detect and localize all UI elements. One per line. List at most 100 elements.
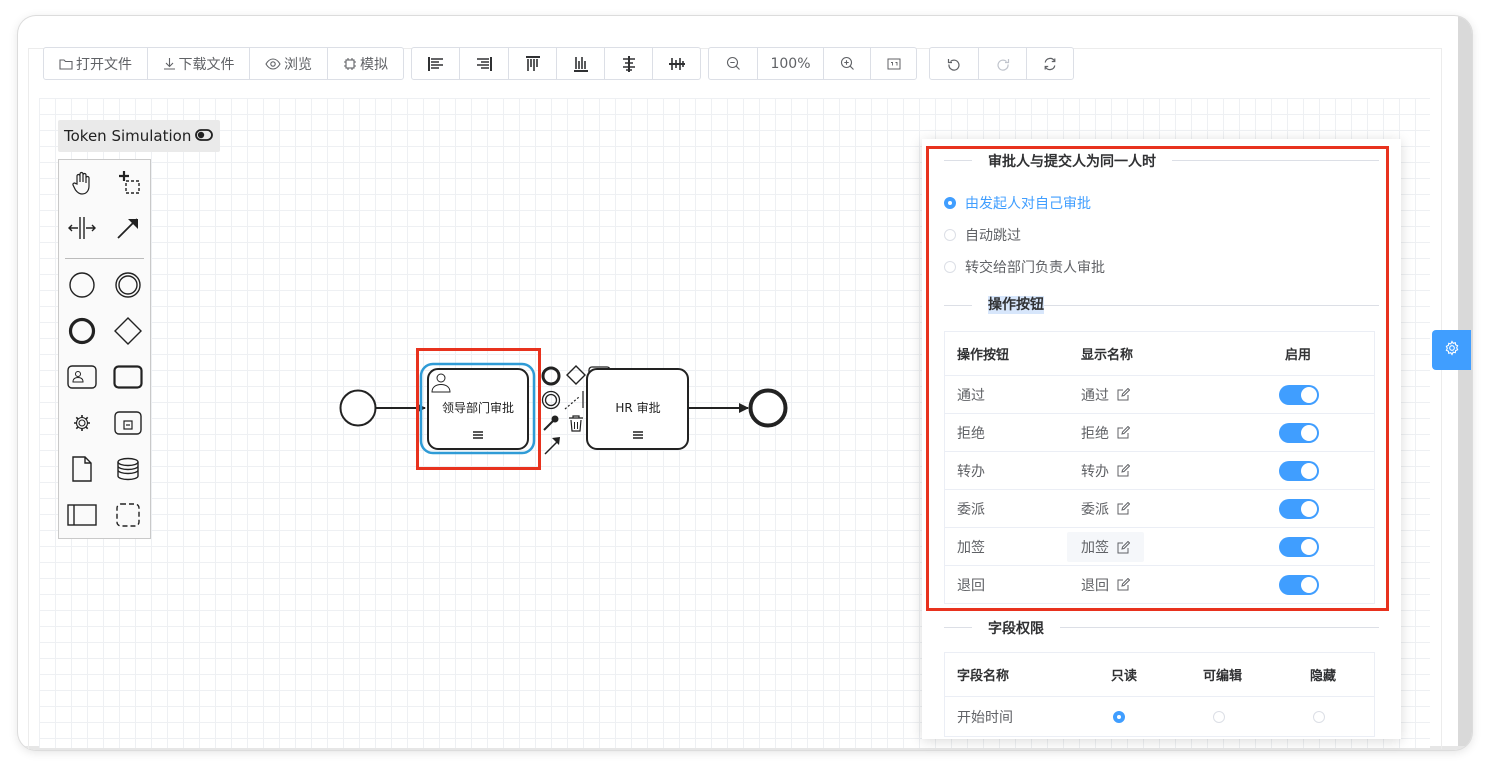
user-task-tool[interactable] [65, 362, 99, 396]
edit-icon[interactable] [1117, 502, 1130, 515]
readonly-radio-cell[interactable] [1113, 697, 1125, 736]
section-title-buttons-text: 操作按钮 [988, 296, 1044, 314]
download-file-button[interactable]: 下载文件 [147, 48, 249, 79]
display-name-cell[interactable]: 委派 [1081, 490, 1130, 527]
end-event[interactable] [748, 388, 788, 428]
window-right-edge [1458, 16, 1472, 750]
enabled-switch[interactable] [1279, 422, 1319, 443]
radio-label: 转交给部门负责人审批 [965, 260, 1105, 276]
subprocess-icon [114, 411, 142, 439]
task1-label: 领导部门审批 [442, 400, 514, 415]
enabled-switch[interactable] [1279, 460, 1319, 481]
table-row: 退回 退回 [945, 565, 1374, 603]
display-name: 拒绝 [1081, 425, 1109, 442]
user-task-icon [67, 365, 97, 393]
append-end-event[interactable] [541, 366, 561, 386]
gear-icon [72, 413, 92, 437]
preview-button[interactable]: 浏览 [249, 48, 327, 79]
edit-icon[interactable] [1117, 540, 1130, 554]
intermediate-event-tool[interactable] [111, 270, 145, 304]
connect-tool[interactable] [111, 213, 145, 247]
edit-icon[interactable] [1117, 464, 1130, 477]
wrench-icon[interactable] [543, 415, 559, 431]
redo-icon [996, 57, 1010, 71]
enabled-switch[interactable] [1279, 498, 1319, 519]
end-event-tool[interactable] [65, 316, 99, 350]
trash-icon[interactable] [569, 415, 583, 432]
data-store-tool[interactable] [111, 454, 145, 488]
zoom-level[interactable]: 100% [757, 48, 823, 79]
radio-checked[interactable] [1113, 710, 1125, 723]
zoom-out-button[interactable] [709, 48, 757, 79]
lasso-tool[interactable] [111, 168, 145, 202]
display-name-cell[interactable]: 转办 [1081, 452, 1130, 489]
display-name-cell[interactable]: 退回 [1081, 566, 1130, 603]
gateway-tool[interactable] [111, 316, 145, 350]
align-bottom-button[interactable] [556, 48, 604, 79]
display-name-cell[interactable]: 通过 [1081, 376, 1130, 413]
enabled-switch[interactable] [1279, 536, 1319, 557]
settings-button[interactable] [1432, 330, 1471, 370]
redo-button[interactable] [978, 48, 1026, 79]
column-header-button: 操作按钮 [957, 348, 1010, 363]
align-right-icon [475, 56, 493, 72]
align-center-button[interactable] [604, 48, 652, 79]
task-tool[interactable] [111, 362, 145, 396]
subprocess-tool[interactable] [111, 408, 145, 442]
edit-icon[interactable] [1117, 578, 1130, 591]
open-file-button[interactable]: 打开文件 [44, 48, 147, 79]
cpu-icon [343, 57, 357, 71]
section-divider-fields [944, 627, 1379, 628]
radio-option-transfer-dept-head[interactable]: 转交给部门负责人审批 [944, 257, 1105, 277]
buttons-table: 操作按钮 显示名称 启用 通过 通过 拒绝 拒绝 转办 转办 委派 委派 加签 … [944, 331, 1375, 604]
file-button-group: 打开文件 下载文件 浏览 模拟 [43, 47, 404, 80]
editable-radio-cell[interactable] [1213, 697, 1225, 736]
display-name: 委派 [1081, 501, 1109, 518]
start-event-tool[interactable] [65, 270, 99, 304]
enabled-switch[interactable] [1279, 574, 1319, 595]
enabled-switch[interactable] [1279, 384, 1319, 405]
edit-icon[interactable] [1117, 388, 1130, 401]
column-header-readonly: 只读 [1111, 669, 1138, 684]
data-object-tool[interactable] [65, 454, 99, 488]
token-simulation-toggle[interactable]: Token Simulation [58, 120, 220, 152]
pool-tool[interactable] [65, 500, 99, 534]
radio-unchecked[interactable] [1213, 710, 1225, 723]
radio-unchecked[interactable] [1313, 710, 1325, 723]
hidden-radio-cell[interactable] [1313, 697, 1325, 736]
space-tool[interactable] [65, 213, 99, 247]
restart-button[interactable] [1026, 48, 1073, 79]
align-top-button[interactable] [508, 48, 556, 79]
align-bottom-icon [573, 55, 589, 73]
text-annotation-tool[interactable] [564, 396, 580, 410]
simulate-button[interactable]: 模拟 [327, 48, 403, 79]
connect-arrow-icon[interactable] [544, 437, 560, 455]
append-gateway[interactable] [566, 365, 586, 385]
service-task-tool[interactable] [65, 408, 99, 442]
zoom-in-button[interactable] [823, 48, 870, 79]
button-name: 转办 [957, 463, 985, 480]
radio-option-auto-skip[interactable]: 自动跳过 [944, 225, 1021, 245]
undo-button[interactable] [930, 48, 978, 79]
edit-icon[interactable] [1117, 426, 1130, 439]
window-bottom-edge [18, 746, 1472, 750]
start-event[interactable] [339, 389, 377, 427]
align-left-button[interactable] [412, 48, 459, 79]
align-middle-button[interactable] [652, 48, 700, 79]
group-tool[interactable] [111, 500, 145, 534]
task-leader-approval[interactable] [419, 362, 536, 455]
append-intermediate-event[interactable] [541, 390, 561, 410]
selection-outline [419, 362, 536, 455]
document-icon [71, 456, 93, 486]
gear-icon [1444, 340, 1460, 360]
fit-viewport-button[interactable] [870, 48, 916, 79]
radio-unchecked [944, 261, 956, 273]
hand-tool[interactable] [65, 168, 99, 202]
align-center-icon [620, 55, 638, 73]
display-name-cell-hovered[interactable]: 加签 [1067, 532, 1144, 562]
radio-option-self-approve[interactable]: 由发起人对自己审批 [944, 193, 1091, 213]
align-right-button[interactable] [459, 48, 508, 79]
enabled-cell [1279, 414, 1319, 451]
field-name: 开始时间 [957, 709, 1013, 726]
display-name-cell[interactable]: 拒绝 [1081, 414, 1130, 451]
